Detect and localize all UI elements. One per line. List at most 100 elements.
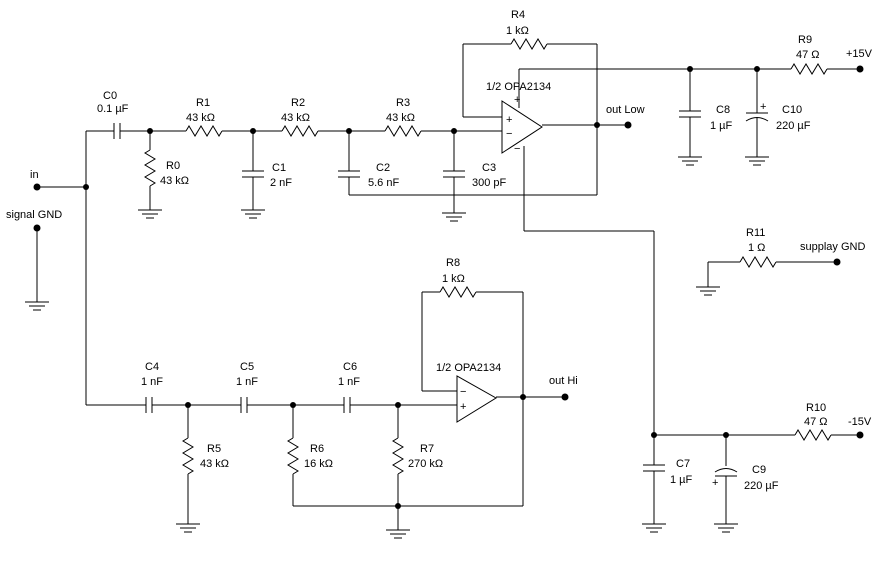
out-hi-label: out Hi [549,375,578,387]
resistor-r8 [439,286,477,298]
ground-symbol [695,286,721,296]
r6-name: R6 [310,443,324,455]
r10-name: R10 [806,402,826,414]
c9-name: C9 [752,464,766,476]
c6-value: 1 nF [338,376,360,388]
r11-value: 1 Ω [748,242,765,254]
c10-name: C10 [782,104,802,116]
r1-value: 43 kΩ [186,112,215,124]
r7-name: R7 [420,443,434,455]
u1-plus-top: + [514,94,520,106]
c5-value: 1 nF [236,376,258,388]
plus15-terminal[interactable] [856,65,864,73]
u2-plus: + [460,401,466,413]
opamp-u2 [456,375,497,423]
c7-value: 1 µF [670,474,693,486]
r4-value: 1 kΩ [506,25,529,37]
c8-value: 1 µF [710,120,733,132]
c1-value: 2 nF [270,177,292,189]
junction [395,503,401,509]
resistor-r2 [281,125,319,137]
c5-name: C5 [240,361,254,373]
c0-name: C0 [103,90,117,102]
u1-minus-bottom: − [514,143,520,155]
in-label: in [30,169,39,181]
ground-symbol [24,301,50,311]
resistor-r0 [144,149,156,187]
ground-symbol [385,529,411,539]
c2-value: 5.6 nF [368,177,399,189]
resistor-r4 [510,38,548,50]
r9-name: R9 [798,34,812,46]
resistor-r1 [185,125,223,137]
plus15-label: +15V [846,48,873,60]
ground-symbol [677,156,703,166]
ground-symbol [175,523,201,533]
ground-symbol [641,523,667,533]
resistor-r11 [739,256,777,268]
supply-gnd-label: supplay GND [800,241,865,253]
high-pass-filter: C4 1 nF R5 43 kΩ C5 1 nF R6 16 kΩ C6 1 n… [86,257,578,539]
r8-value: 1 kΩ [442,273,465,285]
c4-value: 1 nF [141,376,163,388]
input-section: in signal GND [6,131,89,405]
r0-name: R0 [166,160,180,172]
u1-plus-in: + [506,114,512,126]
ground-symbol [744,156,770,166]
c4-name: C4 [145,361,159,373]
r3-name: R3 [396,97,410,109]
minus15-terminal[interactable] [856,431,864,439]
r7-value: 270 kΩ [408,458,443,470]
out-low-terminal[interactable] [624,121,632,129]
r5-name: R5 [207,443,221,455]
positive-supply: C8 1 µF + C10 220 µF R9 47 Ω +15V [677,34,873,166]
resistor-r5 [182,437,194,475]
resistor-r7 [392,437,404,475]
u1-minus-in: − [506,128,512,140]
minus15-label: -15V [848,416,872,428]
ground-symbol [137,209,163,219]
opamp-u1 [501,100,543,154]
c10-plus: + [760,101,766,113]
c1-name: C1 [272,162,286,174]
c9-plus: + [712,477,718,489]
resistor-r10 [794,429,832,441]
c2-name: C2 [376,162,390,174]
r5-value: 43 kΩ [200,458,229,470]
supply-gnd-terminal[interactable] [833,258,841,266]
r0-value: 43 kΩ [160,175,189,187]
r11-name: R11 [746,227,765,239]
r9-value: 47 Ω [796,49,820,61]
resistor-r3 [384,125,422,137]
r2-name: R2 [291,97,305,109]
ground-symbol [713,523,739,533]
low-pass-filter: C0 0.1 µF R0 43 kΩ R1 43 kΩ C1 2 nF R2 4… [86,9,791,435]
r2-value: 43 kΩ [281,112,310,124]
r3-value: 43 kΩ [386,112,415,124]
c10-value: 220 µF [776,120,811,132]
resistor-r9 [790,63,828,75]
r10-value: 47 Ω [804,416,828,428]
signal-gnd-label: signal GND [6,209,62,221]
r1-name: R1 [196,97,210,109]
r6-value: 16 kΩ [304,458,333,470]
negative-supply: C7 1 µF + C9 220 µF R10 47 Ω -15V [641,402,872,533]
ground-symbol [441,212,467,222]
c8-name: C8 [716,104,730,116]
c9-value: 220 µF [744,480,779,492]
out-hi-terminal[interactable] [561,393,569,401]
u2-name: 1/2 OPA2134 [436,362,501,374]
u2-minus: − [460,386,466,398]
resistor-r6 [287,437,299,475]
c0-value: 0.1 µF [97,103,129,115]
c6-name: C6 [343,361,357,373]
ground-symbol [240,209,266,219]
r4-name: R4 [511,9,525,21]
c7-name: C7 [676,458,690,470]
out-low-label: out Low [606,104,645,116]
supply-ground: R11 1 Ω supplay GND [695,227,865,296]
c3-value: 300 pF [472,177,507,189]
c3-name: C3 [482,162,496,174]
